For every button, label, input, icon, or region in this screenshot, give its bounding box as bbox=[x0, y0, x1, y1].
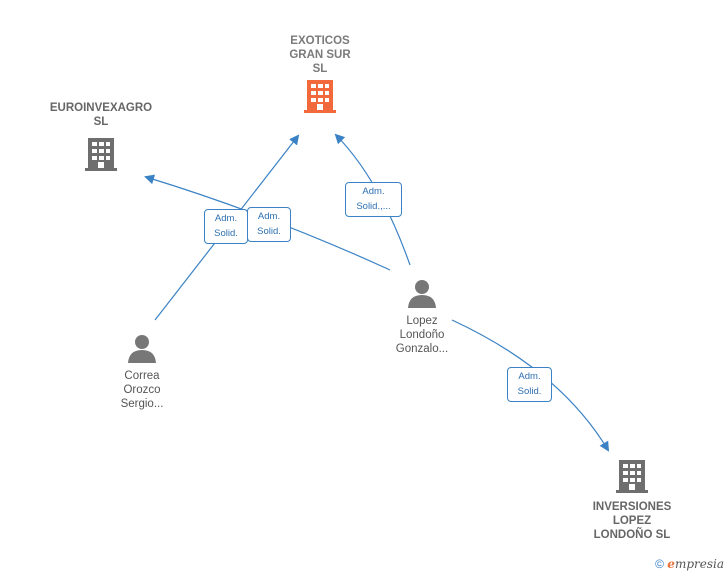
relation-label-correa-exoticos[interactable]: Adm. Solid. bbox=[204, 209, 248, 244]
empresia-logo: empresia bbox=[667, 557, 724, 571]
company-node-exoticos[interactable]: EXOTICOS GRAN SUR SL bbox=[270, 34, 370, 113]
relation-label-lopez-euroinvexagro[interactable]: Adm. Solid. bbox=[247, 207, 291, 242]
company-node-euroinvexagro[interactable]: EUROINVEXAGRO SL bbox=[46, 101, 156, 172]
company-label-inversiones: INVERSIONES LOPEZ LONDOÑO SL bbox=[592, 501, 672, 541]
building-icon bbox=[85, 138, 117, 171]
company-label-exoticos: EXOTICOS GRAN SUR SL bbox=[289, 35, 351, 75]
person-icon bbox=[128, 335, 156, 363]
person-icon bbox=[408, 280, 436, 308]
copyright-icon: © bbox=[655, 557, 664, 571]
relation-label-lopez-exoticos[interactable]: Adm. Solid.,... bbox=[345, 182, 402, 217]
building-icon bbox=[616, 460, 648, 493]
person-label-correa: Correa Orozco Sergio... bbox=[120, 370, 164, 410]
person-node-lopez[interactable]: Lopez Londoño Gonzalo... bbox=[381, 278, 463, 356]
building-icon bbox=[304, 80, 336, 113]
person-node-correa[interactable]: Correa Orozco Sergio... bbox=[101, 333, 183, 411]
company-label-euroinvexagro: EUROINVEXAGRO SL bbox=[49, 102, 153, 128]
relation-label-lopez-inversiones[interactable]: Adm. Solid. bbox=[507, 367, 552, 402]
company-node-inversiones[interactable]: INVERSIONES LOPEZ LONDOÑO SL bbox=[580, 458, 684, 542]
person-label-lopez: Lopez Londoño Gonzalo... bbox=[395, 315, 449, 355]
empresia-watermark: © empresia bbox=[655, 557, 724, 571]
